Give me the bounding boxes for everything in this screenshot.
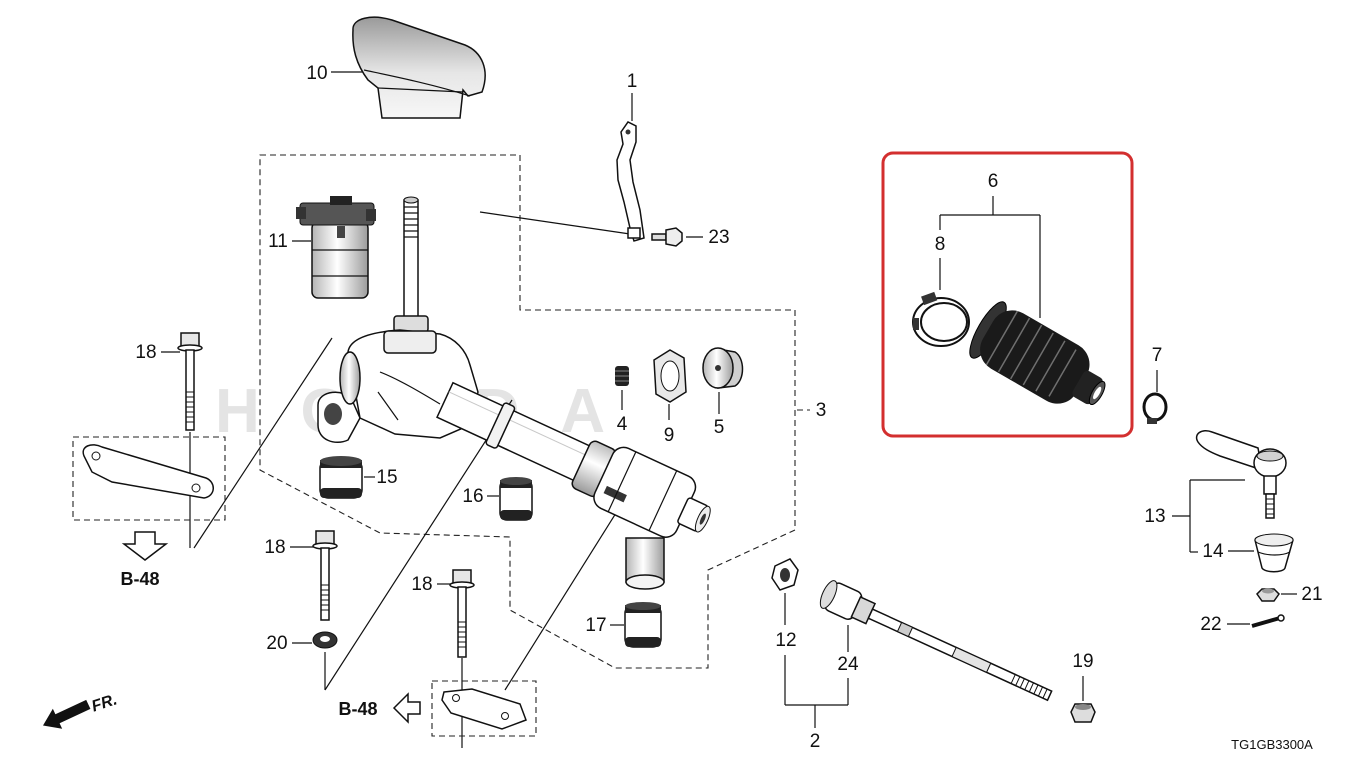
callout-5[interactable]: 5 bbox=[714, 417, 725, 438]
part-16-bushing bbox=[487, 477, 533, 521]
callout-18-a[interactable]: 18 bbox=[135, 342, 156, 363]
bracket-reference-bottom bbox=[392, 680, 537, 737]
part-14-dust-boot bbox=[1228, 533, 1294, 573]
part-5-cap bbox=[702, 347, 744, 414]
callout-23[interactable]: 23 bbox=[708, 227, 729, 248]
part-2-leader bbox=[784, 625, 849, 728]
bracket-reference-left bbox=[72, 436, 226, 561]
part-4-plug bbox=[615, 366, 629, 410]
callout-17[interactable]: 17 bbox=[585, 615, 606, 636]
callout-4[interactable]: 4 bbox=[617, 414, 628, 435]
callout-21[interactable]: 21 bbox=[1301, 584, 1322, 605]
part-20-washer bbox=[292, 631, 338, 649]
reference-label-left[interactable]: B-48 bbox=[120, 569, 159, 589]
callout-24[interactable]: 24 bbox=[837, 654, 859, 675]
callout-13[interactable]: 13 bbox=[1144, 506, 1165, 527]
part-8-boot-clamp bbox=[912, 291, 970, 347]
part-17-bushing bbox=[610, 602, 662, 648]
callout-10[interactable]: 10 bbox=[306, 63, 327, 84]
part-15-bushing bbox=[319, 456, 375, 499]
part-6-leader bbox=[939, 196, 1041, 318]
part-13-tie-rod-end bbox=[1172, 430, 1287, 553]
part-18-bolt-b bbox=[290, 530, 338, 621]
callout-9[interactable]: 9 bbox=[664, 425, 675, 446]
part-18-bolt-a bbox=[161, 332, 203, 431]
callout-14[interactable]: 14 bbox=[1202, 541, 1224, 562]
part-9-locknut bbox=[653, 349, 687, 420]
part-11-sensor-unit bbox=[292, 196, 376, 299]
callout-6[interactable]: 6 bbox=[988, 171, 999, 192]
callout-22[interactable]: 22 bbox=[1200, 614, 1221, 635]
part-12-lock-washer bbox=[771, 558, 799, 625]
callout-15[interactable]: 15 bbox=[376, 467, 397, 488]
callout-20[interactable]: 20 bbox=[266, 633, 287, 654]
callout-2[interactable]: 2 bbox=[810, 731, 821, 752]
direction-label: FR. bbox=[90, 691, 120, 715]
reference-label-bottom[interactable]: B-48 bbox=[338, 699, 377, 719]
callout-7[interactable]: 7 bbox=[1152, 345, 1163, 366]
drawing-code: TG1GB3300A bbox=[1231, 737, 1313, 752]
callout-18-b[interactable]: 18 bbox=[264, 537, 285, 558]
part-6-rack-boot bbox=[969, 301, 1106, 406]
callout-3[interactable]: 3 bbox=[816, 400, 827, 421]
part-1-bracket bbox=[616, 93, 645, 242]
assembly-outline-dashed bbox=[259, 154, 796, 669]
arrow-left-icon bbox=[392, 692, 421, 724]
part-23-bolt bbox=[651, 227, 703, 247]
part-19-nut bbox=[1070, 676, 1096, 723]
part-3-steering-rack bbox=[317, 196, 810, 590]
callout-11[interactable]: 11 bbox=[268, 231, 288, 252]
part-24-inner-tie-rod bbox=[819, 580, 1053, 702]
part-21-castle-nut bbox=[1256, 588, 1297, 602]
callout-8[interactable]: 8 bbox=[935, 234, 946, 255]
callout-12[interactable]: 12 bbox=[775, 630, 796, 651]
part-7-clip bbox=[1142, 370, 1168, 424]
part-18-bolt-c bbox=[437, 569, 475, 658]
front-direction-arrow-icon bbox=[42, 699, 91, 729]
callout-18-c[interactable]: 18 bbox=[411, 574, 432, 595]
highlight-box bbox=[881, 151, 1134, 438]
callout-19[interactable]: 19 bbox=[1072, 651, 1093, 672]
arrow-down-icon bbox=[121, 531, 169, 561]
part-10-cover bbox=[331, 16, 486, 119]
part-22-cotter-pin bbox=[1227, 614, 1285, 628]
callout-1[interactable]: 1 bbox=[627, 71, 638, 92]
callout-16[interactable]: 16 bbox=[462, 486, 483, 507]
